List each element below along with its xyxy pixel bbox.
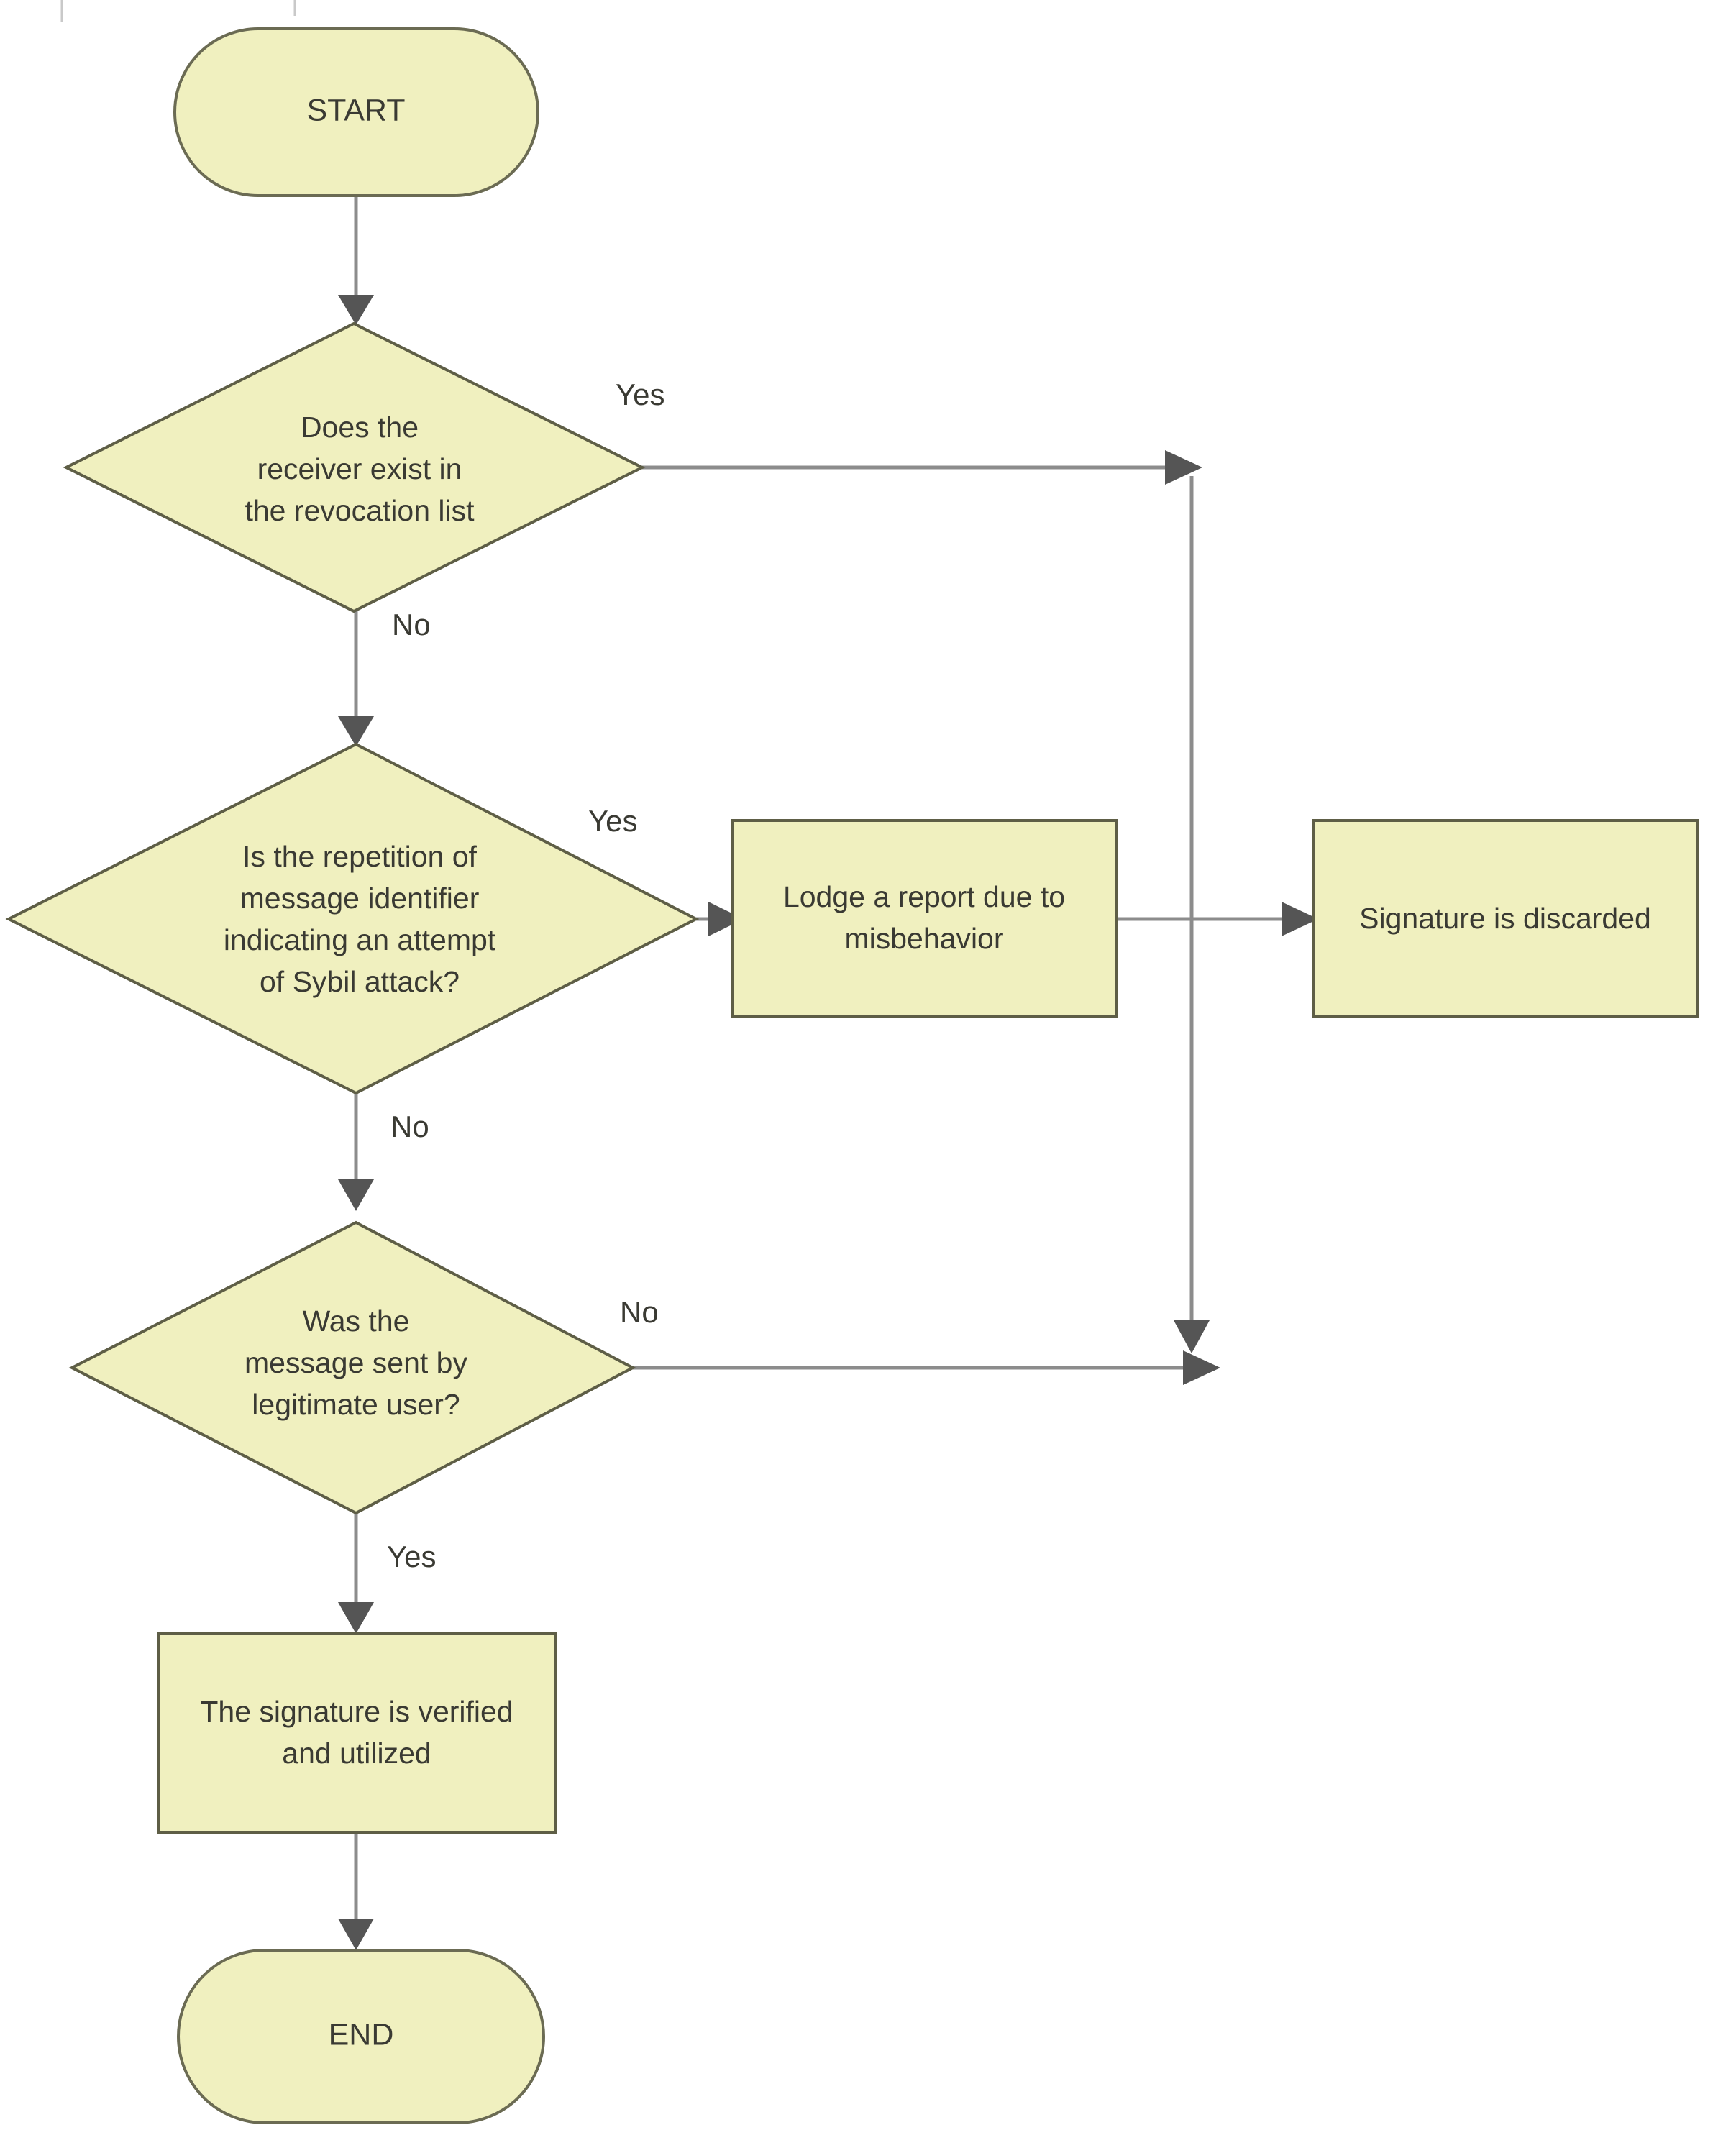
edge-report-to-discard — [1116, 902, 1318, 936]
node-process-signature-discarded[interactable]: Signature is discarded — [1312, 819, 1699, 1018]
verified-label-line1: The signature is verified — [200, 1695, 513, 1728]
node-process-signature-verified[interactable]: The signature is verified and utilized — [157, 1632, 557, 1834]
decision2-label-line1: Is the repetition of — [242, 840, 478, 873]
edge-label-decision1-yes: Yes — [616, 378, 665, 411]
edge-label-decision2-no: No — [390, 1110, 429, 1143]
decision2-label-line4: of Sybil attack? — [260, 965, 460, 998]
decision2-shape — [5, 742, 700, 1095]
decision3-label-line1: Was the — [303, 1304, 410, 1338]
verified-label-line2: and utilized — [282, 1737, 431, 1770]
end-label: END — [329, 2017, 394, 2052]
report-label-line2: misbehavior — [844, 922, 1003, 955]
edge-label-decision3-yes: Yes — [387, 1540, 437, 1573]
end-terminal-shape — [177, 1949, 545, 2124]
decision1-shape — [63, 321, 646, 613]
decision3-label-line3: legitimate user? — [252, 1388, 460, 1421]
edge-start-to-decision1 — [338, 196, 374, 325]
node-process-lodge-report[interactable]: Lodge a report due to misbehavior — [731, 819, 1118, 1018]
report-box-shape — [731, 819, 1118, 1018]
edge-label-decision1-no: No — [392, 608, 431, 641]
decision3-shape — [68, 1220, 636, 1515]
edge-decision3-no — [633, 1350, 1220, 1385]
decision1-label-line2: receiver exist in — [257, 452, 462, 485]
edge-decision3-yes — [338, 1513, 374, 1634]
edge-label-decision3-no: No — [620, 1295, 659, 1329]
report-label-line1: Lodge a report due to — [783, 880, 1065, 913]
node-decision-legitimate-user[interactable]: Was the message sent by legitimate user? — [68, 1220, 636, 1515]
node-decision-receiver-revocation[interactable]: Does the receiver exist in the revocatio… — [63, 321, 646, 613]
decision3-label-line2: message sent by — [245, 1346, 467, 1379]
start-label: START — [307, 93, 406, 127]
start-terminal-shape — [173, 27, 539, 197]
edge-label-decision2-yes: Yes — [588, 804, 638, 838]
node-end[interactable]: END — [177, 1949, 545, 2124]
decision1-label-line1: Does the — [301, 411, 419, 444]
edge-verified-to-end — [338, 1832, 374, 1950]
edge-decision1-no — [338, 611, 374, 746]
decision2-label-line2: message identifier — [240, 882, 480, 915]
edge-decision1-yes — [642, 450, 1210, 1353]
node-start[interactable]: START — [173, 27, 539, 197]
decision1-label-line3: the revocation list — [245, 494, 475, 527]
discard-box-shape — [1312, 819, 1699, 1018]
edge-decision2-no — [338, 1093, 374, 1211]
node-decision-sybil-attack[interactable]: Is the repetition of message identifier … — [5, 742, 700, 1095]
verified-box-shape — [157, 1632, 557, 1834]
decision2-label-line3: indicating an attempt — [224, 923, 496, 956]
discard-label: Signature is discarded — [1359, 902, 1651, 935]
